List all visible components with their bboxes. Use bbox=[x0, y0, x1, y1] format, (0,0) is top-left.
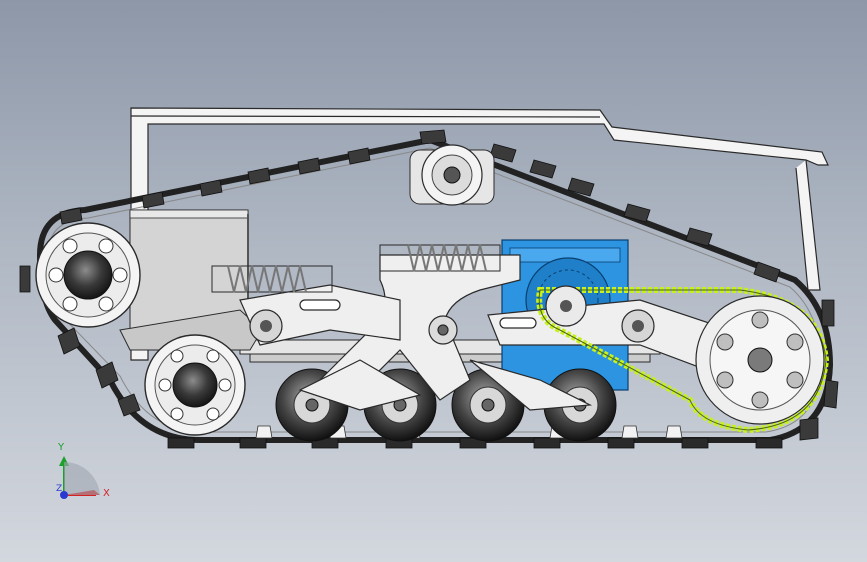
left-spring bbox=[211, 265, 333, 293]
top-spring bbox=[379, 244, 501, 272]
upper-frame bbox=[130, 107, 829, 361]
z-axis-label: Z bbox=[56, 484, 63, 494]
top-support-roller bbox=[409, 144, 495, 206]
motor-pinion bbox=[545, 285, 587, 327]
track-belt bbox=[19, 129, 839, 449]
z-axis-dot bbox=[60, 491, 68, 499]
suspension-springs bbox=[211, 244, 501, 293]
xy-plane-quadrant bbox=[64, 461, 100, 495]
front-idler-wheel bbox=[35, 222, 141, 328]
drive-sprocket bbox=[695, 295, 825, 425]
x-axis-label: X bbox=[103, 488, 110, 499]
bearings bbox=[249, 309, 655, 343]
bogie-linkage bbox=[298, 254, 593, 411]
rear-lower-idler-wheel bbox=[144, 334, 246, 436]
y-axis-label: Y bbox=[58, 442, 65, 453]
